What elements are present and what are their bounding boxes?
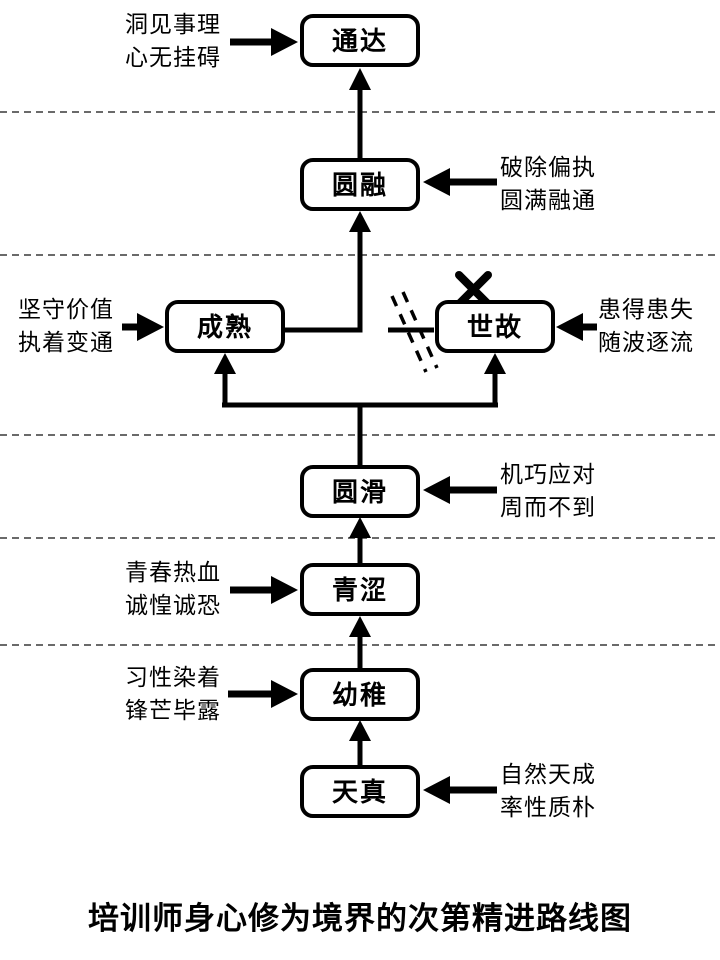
annotation-arrows <box>122 28 597 804</box>
node-label-youzhi: 幼稚 <box>331 679 388 710</box>
arrow-yuanhua-split <box>214 353 506 465</box>
annotation-arrow-tongda <box>230 28 298 56</box>
annotation-arrow-shigu <box>556 313 597 341</box>
node-label-yuanhua: 圆滑 <box>331 476 388 507</box>
annotation-line: 圆满融通 <box>500 187 596 213</box>
node-label-chengshu: 成熟 <box>196 311 253 342</box>
annotation-arrow-qingse <box>230 576 298 604</box>
annotation-line: 锋芒毕露 <box>125 697 221 723</box>
arrow-qingse-yuanhua <box>349 517 371 563</box>
node-label-yuanrong: 圆融 <box>331 169 388 200</box>
annotation-line: 坚守价值 <box>18 296 114 322</box>
annotation-arrow-chengshu <box>122 313 164 341</box>
node-box-tongda: 通达 <box>300 14 420 67</box>
annotation-tianzhen: 自然天成 率性质朴 <box>500 758 596 824</box>
annotation-line: 青春热血 <box>125 559 221 585</box>
node-label-shigu: 世故 <box>466 311 523 342</box>
node-label-tianzhen: 天真 <box>331 776 388 807</box>
page-title: 培训师身心修为境界的次第精进路线图 <box>88 901 632 936</box>
annotation-line: 习性染着 <box>125 664 221 690</box>
node-box-yuanhua: 圆滑 <box>300 465 420 518</box>
annotation-youzhi: 习性染着 锋芒毕露 <box>125 661 221 727</box>
node-label-tongda: 通达 <box>331 25 388 56</box>
arrow-tianzhen-youzhi <box>349 720 371 765</box>
annotation-line: 破除偏执 <box>500 154 596 180</box>
annotation-line: 患得患失 <box>598 296 694 322</box>
node-box-chengshu: 成熟 <box>165 300 285 353</box>
annotation-arrow-youzhi <box>228 680 298 708</box>
annotation-line: 率性质朴 <box>500 794 596 820</box>
arrow-youzhi-qingse <box>349 616 371 668</box>
annotation-arrow-tianzhen <box>423 776 497 804</box>
annotation-yuanhua: 机巧应对 周而不到 <box>500 458 596 524</box>
annotation-line: 洞见事理 <box>125 11 221 37</box>
break-marks-icon <box>390 291 439 373</box>
annotation-line: 执着变通 <box>18 329 114 355</box>
annotation-line: 自然天成 <box>500 761 596 787</box>
node-box-qingse: 青涩 <box>300 563 420 616</box>
annotation-qingse: 青春热血 诚惶诚恐 <box>125 556 221 622</box>
arrow-chengshu-yuanrong <box>285 211 371 333</box>
broken-link-stub <box>388 291 439 373</box>
annotation-line: 机巧应对 <box>500 461 596 487</box>
annotation-line: 诚惶诚恐 <box>125 592 221 618</box>
node-box-youzhi: 幼稚 <box>300 668 420 721</box>
node-box-yuanrong: 圆融 <box>300 158 420 211</box>
annotation-chengshu: 坚守价值 执着变通 <box>18 293 114 359</box>
annotation-line: 随波逐流 <box>598 329 694 355</box>
node-box-tianzhen: 天真 <box>300 765 420 818</box>
annotation-line: 心无挂碍 <box>125 44 221 70</box>
annotation-arrow-yuanrong <box>423 168 497 196</box>
annotation-line: 周而不到 <box>500 494 596 520</box>
annotation-arrow-yuanhua <box>423 476 497 504</box>
node-box-shigu: 世故 <box>435 300 555 353</box>
flow-arrows <box>214 68 506 765</box>
node-label-qingse: 青涩 <box>331 574 388 605</box>
annotation-tongda: 洞见事理 心无挂碍 <box>125 8 221 74</box>
arrow-yuanrong-tongda <box>349 68 371 158</box>
annotation-shigu: 患得患失 随波逐流 <box>598 293 694 359</box>
annotation-yuanrong: 破除偏执 圆满融通 <box>500 151 596 217</box>
blocked-cross-icon <box>455 271 492 308</box>
